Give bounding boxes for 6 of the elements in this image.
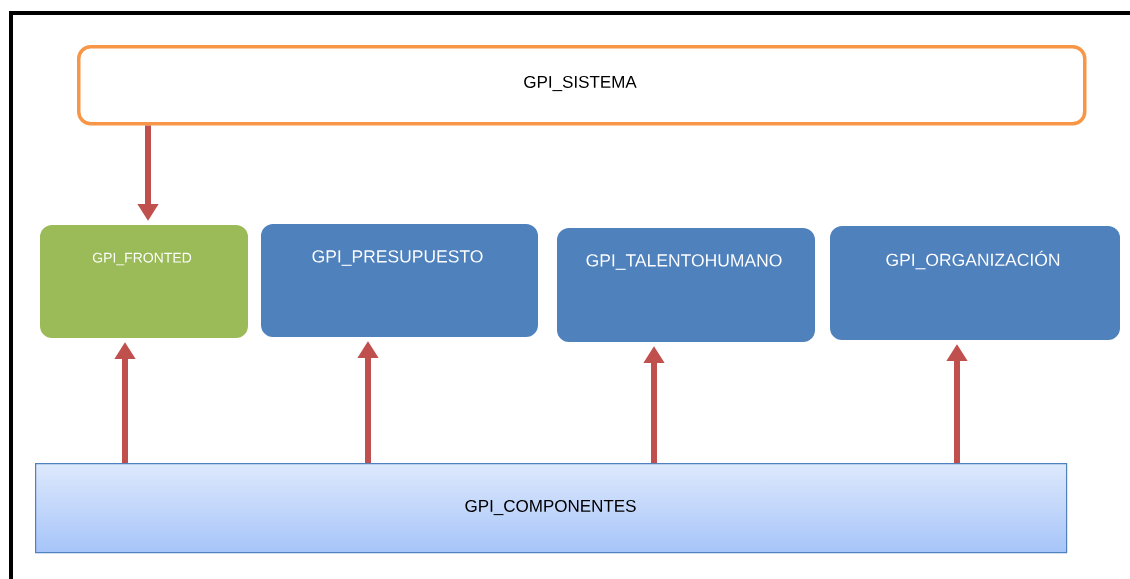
components-bar: GPI_COMPONENTES bbox=[35, 463, 1068, 554]
module-box: GPI_TALENTOHUMANO bbox=[553, 224, 819, 346]
module-box: GPI_ORGANIZACIÓN bbox=[826, 222, 1124, 344]
module-box: GPI_PRESUPUESTO bbox=[257, 220, 542, 341]
module-box: GPI_FRONTED bbox=[36, 221, 252, 342]
system-box: GPI_SISTEMA bbox=[77, 45, 1087, 126]
